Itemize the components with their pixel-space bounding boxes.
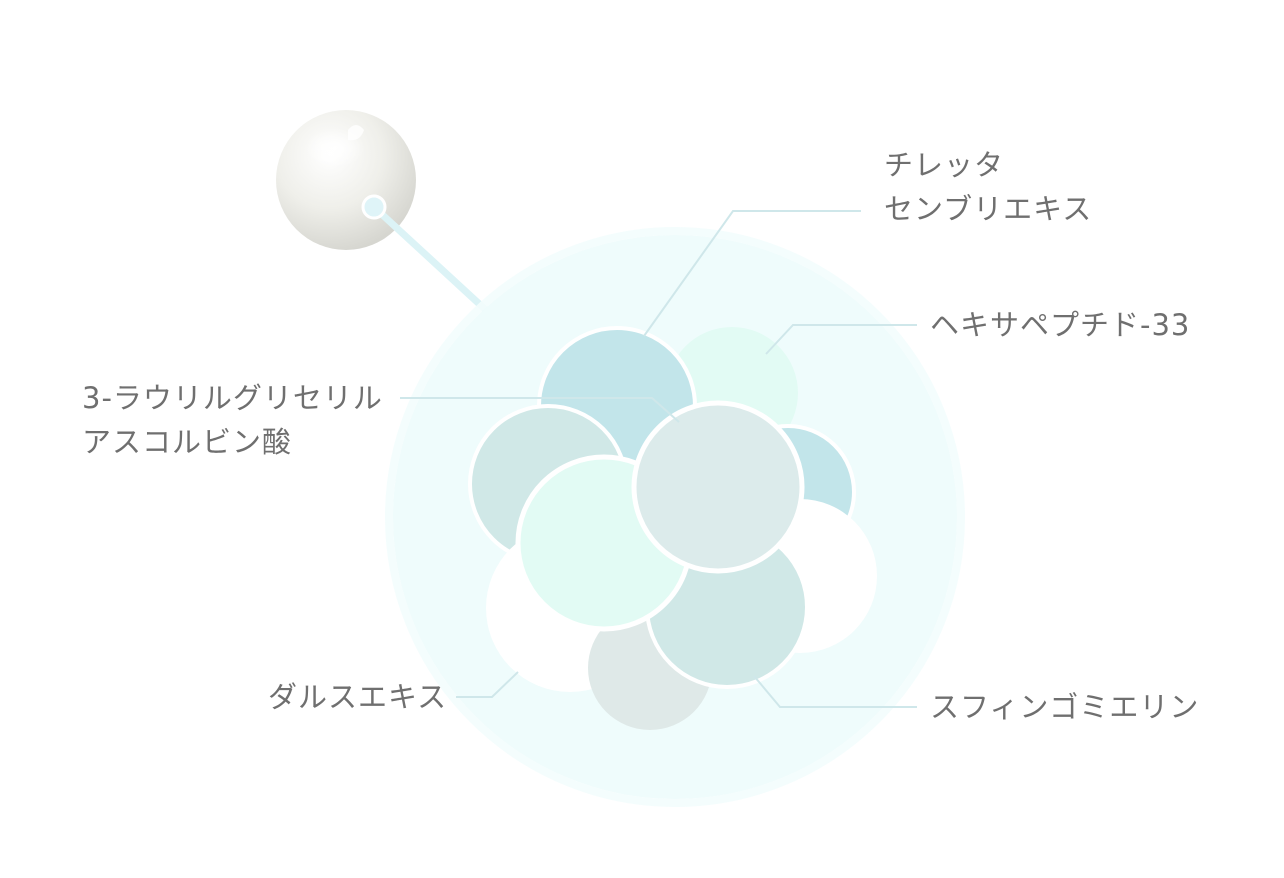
leader-lines xyxy=(400,210,917,708)
leader-hexapeptide xyxy=(765,324,917,355)
label-chiretta-line2: センブリエキス xyxy=(884,192,1093,226)
circle-glyceryl xyxy=(631,400,805,574)
cream-connector-line xyxy=(370,203,492,316)
leader-chiretta xyxy=(643,210,861,337)
label-glyceryl: 3-ラウリルグリセリル アスコルビン酸 xyxy=(82,376,383,464)
label-glyceryl-line2: アスコルビン酸 xyxy=(82,425,293,459)
label-hexapeptide: ヘキサペプチド-33 xyxy=(930,303,1190,347)
label-chiretta-line1: チレッタ xyxy=(884,148,1005,182)
label-glyceryl-line1: 3-ラウリルグリセリル xyxy=(82,381,383,415)
leader-glyceryl xyxy=(400,397,680,423)
leader-sphingomyelin xyxy=(753,675,917,708)
leader-dulse xyxy=(456,671,519,698)
cream-connector-dot xyxy=(361,194,387,220)
label-chiretta: チレッタ センブリエキス xyxy=(884,143,1092,231)
label-dulse: ダルスエキス xyxy=(268,675,447,719)
ingredient-circles xyxy=(468,326,877,730)
label-hexapeptide-line1: ヘキサペプチド-33 xyxy=(930,308,1191,342)
label-sphingomyelin: スフィンゴミエリン xyxy=(930,685,1199,729)
label-sphingomyelin-line1: スフィンゴミエリン xyxy=(930,690,1200,724)
label-dulse-line1: ダルスエキス xyxy=(268,680,448,714)
